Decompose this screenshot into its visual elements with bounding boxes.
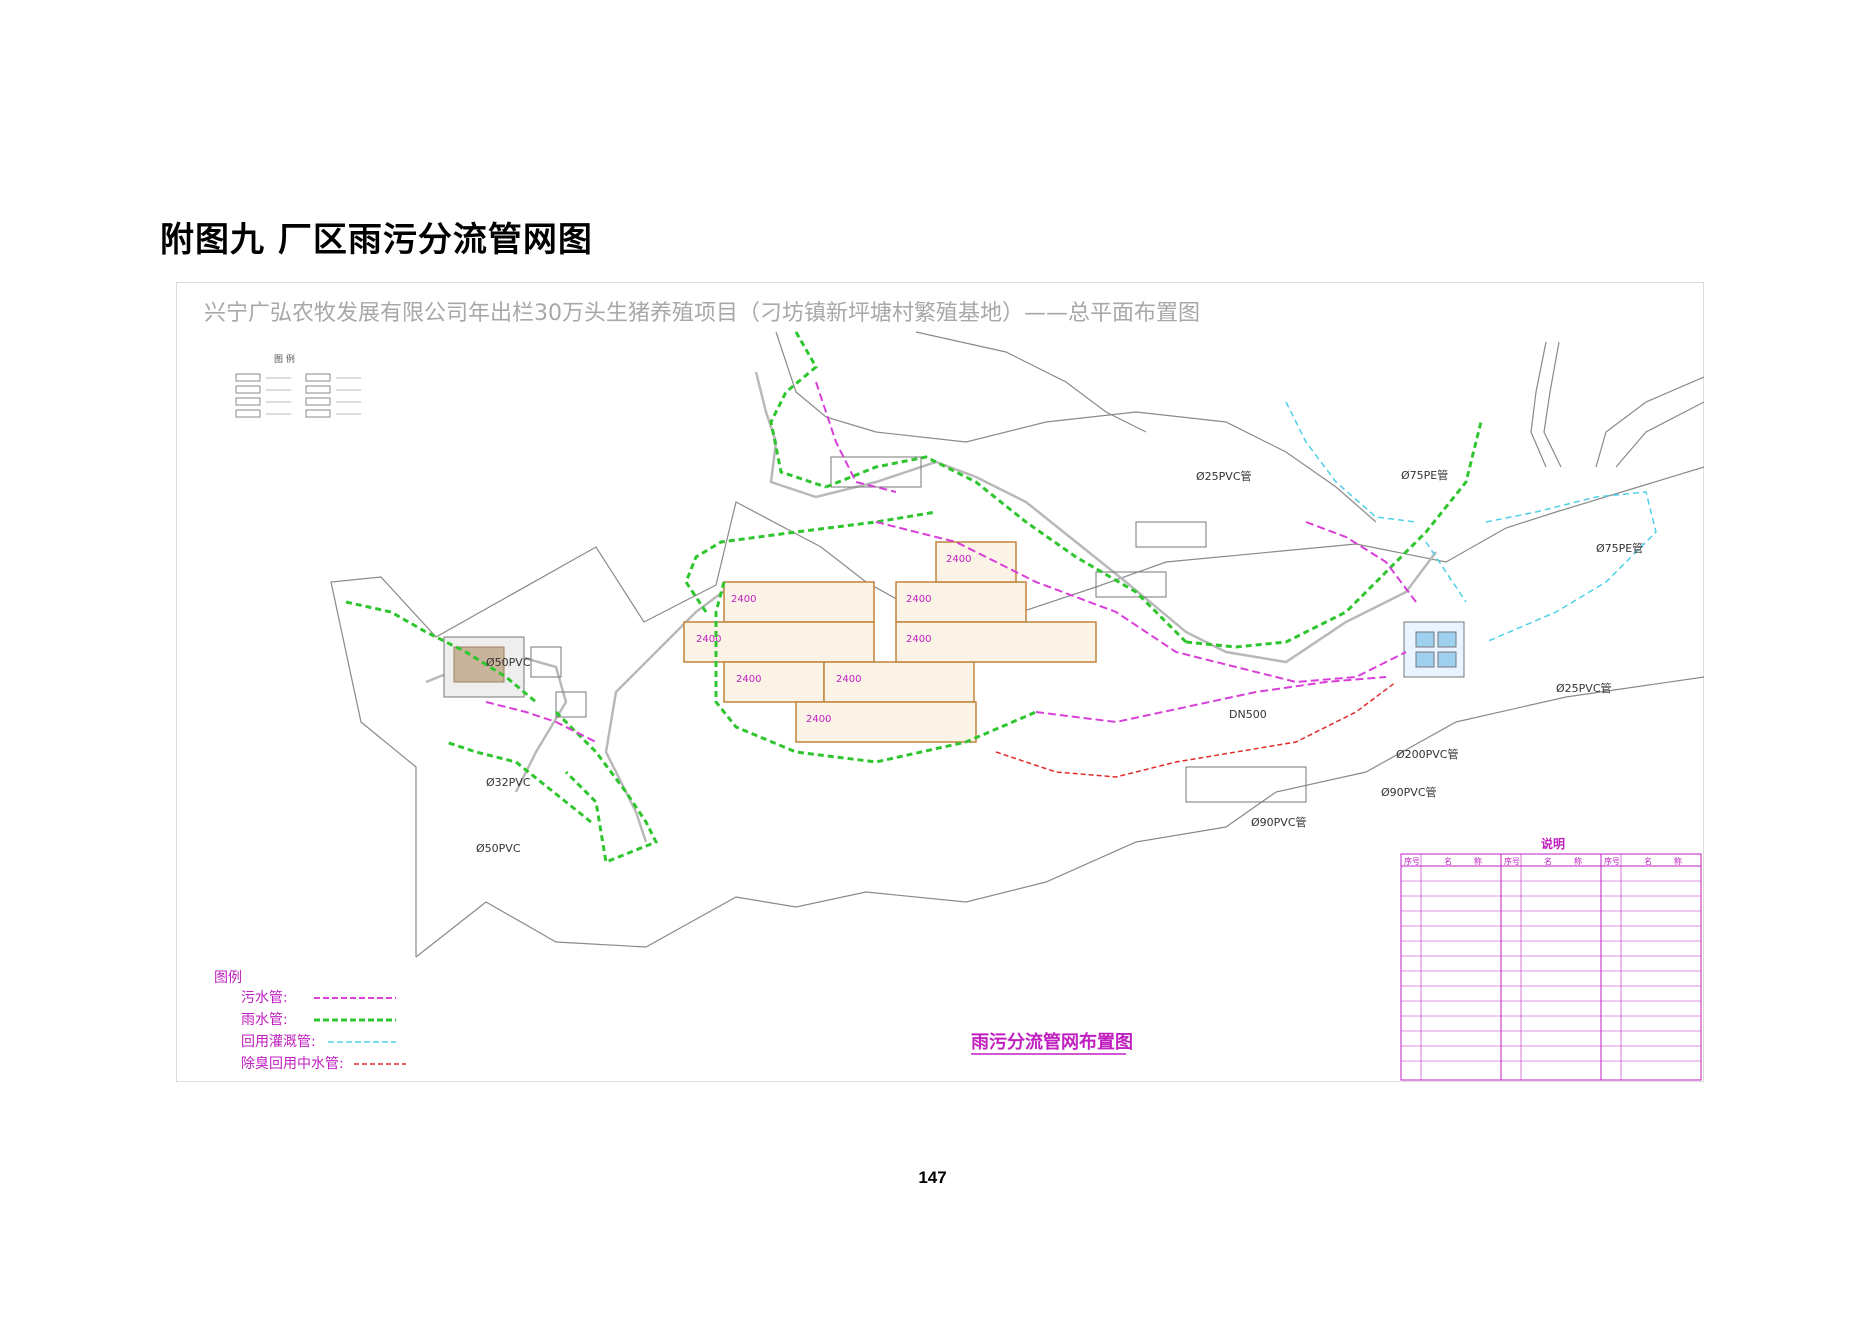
- description-table: 说明 序号 名 称 序号 名 称 序号 名 称: [1400, 836, 1702, 1081]
- rain-pipes: [345, 331, 1483, 865]
- page-number: 147: [918, 1168, 947, 1187]
- barn-labels: 2400 2400 2400 2400 2400 2400 2400 2400: [696, 554, 971, 725]
- barn-label: 2400: [806, 714, 831, 725]
- table-header: 名: [1544, 856, 1552, 866]
- pipe-label: Ø75PE管: [1401, 468, 1448, 482]
- map-legend-heading: 图 例: [274, 353, 295, 365]
- pipe-label: Ø50PVC: [476, 842, 521, 855]
- table-header: 名: [1644, 856, 1652, 866]
- pipe-size-labels: Ø25PVC管 Ø75PE管 Ø75PE管 Ø25PVC管 DN500 Ø200…: [476, 468, 1643, 855]
- drawing-main-title: 兴宁广弘农牧发展有限公司年出栏30万头生猪养殖项目（刁坊镇新坪塘村繁殖基地）——…: [204, 301, 1200, 326]
- pipe-legend: 图例 污水管: 雨水管: 回用灌溉管: 除臭回用中水管:: [214, 970, 406, 1072]
- table-header: 序号: [1404, 856, 1420, 866]
- pipe-legend-item-label: 污水管:: [241, 990, 288, 1006]
- barn-label: 2400: [696, 634, 721, 645]
- pipe-label: Ø75PE管: [1596, 541, 1643, 555]
- table-header: 序号: [1504, 856, 1520, 866]
- pipe-legend-item-label: 雨水管:: [241, 1012, 288, 1028]
- table-header: 称: [1674, 856, 1682, 866]
- barn-label: 2400: [736, 674, 761, 685]
- odor-reuse-pipes: [995, 681, 1397, 778]
- site-plan-drawing: 兴宁广弘农牧发展有限公司年出栏30万头生猪养殖项目（刁坊镇新坪塘村繁殖基地）——…: [176, 282, 1704, 1082]
- pipe-label: Ø50PVC: [486, 656, 531, 669]
- table-title: 说明: [1541, 836, 1565, 851]
- table-header: 称: [1574, 856, 1582, 866]
- pipe-label: Ø90PVC管: [1381, 785, 1437, 799]
- table-header: 名: [1444, 856, 1452, 866]
- pipe-legend-item-label: 回用灌溉管:: [241, 1034, 316, 1050]
- barn-label: 2400: [836, 674, 861, 685]
- pipe-legend-heading: 图例: [214, 970, 242, 986]
- table-header: 称: [1474, 856, 1482, 866]
- reuse-irrigation-pipes: [1285, 401, 1657, 643]
- sewage-pipes: [485, 381, 1417, 743]
- barn-label: 2400: [946, 554, 971, 565]
- pipe-label: DN500: [1229, 708, 1267, 721]
- treatment-area: [830, 456, 1465, 803]
- barn-label: 2400: [906, 634, 931, 645]
- figure-heading: 附图九 厂区雨污分流管网图: [160, 220, 593, 260]
- map-legend-block: 图 例: [235, 353, 361, 418]
- pipe-label: Ø25PVC管: [1556, 681, 1612, 695]
- pipe-legend-item-label: 除臭回用中水管:: [241, 1056, 344, 1072]
- pipe-label: Ø90PVC管: [1251, 815, 1307, 829]
- pipe-label: Ø32PVC: [486, 776, 531, 789]
- barn-label: 2400: [906, 594, 931, 605]
- table-header: 序号: [1604, 856, 1620, 866]
- barn-label: 2400: [731, 594, 756, 605]
- pipe-label: Ø200PVC管: [1396, 747, 1459, 761]
- drawing-subtitle: 雨污分流管网布置图: [971, 1031, 1133, 1053]
- terrain-lines: [330, 331, 1704, 958]
- pipe-label: Ø25PVC管: [1196, 469, 1252, 483]
- office-area-buildings: [443, 636, 587, 718]
